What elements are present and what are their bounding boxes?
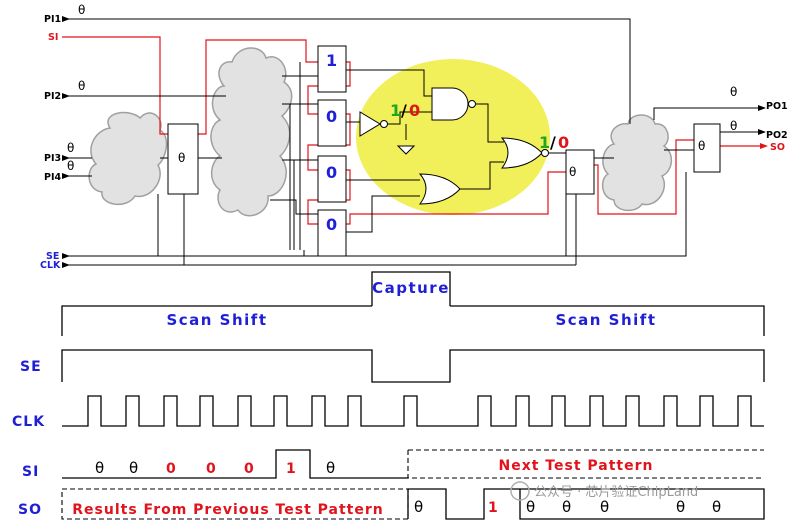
si-bit-2: θ (129, 459, 138, 477)
scan-flipflop-2-value: 0 (326, 107, 337, 126)
logic-cloud-left (88, 111, 168, 206)
signal-label-clk: CLK (12, 414, 45, 430)
signal-label-so: SO (18, 502, 42, 518)
pin-so: SO (770, 142, 785, 153)
inverter-gate (359, 111, 381, 137)
pin-po1: PO1 (766, 101, 788, 112)
flipflop-left-value: θ (178, 151, 185, 165)
scan-flipflop-4-value: 0 (326, 215, 337, 234)
so-waveform (407, 488, 765, 520)
scan-flipflop-3 (317, 155, 347, 203)
output-fault-bad: 0 (558, 133, 569, 152)
flipflop-output (693, 123, 721, 173)
scan-flipflop-2 (317, 99, 347, 147)
fault-highlight-region (356, 59, 550, 215)
signal-label-si: SI (22, 464, 39, 480)
flipflop-capture (565, 149, 595, 195)
pin-pi4: PI4 (44, 172, 61, 183)
po1-value: θ (730, 85, 737, 99)
scan-flipflop-1 (317, 45, 347, 93)
so-bit-3: θ (526, 498, 535, 516)
si-bit-3: 0 (166, 461, 176, 477)
flipflop-capture-value: θ (569, 165, 576, 179)
pi4-value: θ (67, 159, 74, 173)
pi1-value: θ (78, 3, 85, 17)
si-waveform (62, 449, 408, 479)
or-gate (418, 173, 461, 205)
nor-gate (500, 137, 543, 169)
si-bit-7: θ (326, 459, 335, 477)
pin-pi2: PI2 (44, 91, 61, 102)
so-bit-5: θ (600, 498, 609, 516)
pin-si: SI (48, 32, 58, 43)
clk-waveform (62, 395, 764, 427)
output-fault-good: 1 (539, 133, 550, 152)
pin-se: SE (46, 251, 59, 262)
so-bit-2: 1 (488, 500, 498, 516)
si-bit-4: 0 (206, 461, 216, 477)
phase-scan-shift-left: Scan Shift (166, 311, 267, 329)
inverter-fault-slash: / (401, 101, 407, 120)
si-bit-1: θ (95, 459, 104, 477)
si-next-pattern-label: Next Test Pattern (499, 458, 654, 474)
scan-flipflop-3-value: 0 (326, 163, 337, 182)
watermark-text: 公众号 · 芯片验证ChipLand (534, 484, 698, 500)
si-bit-6: 1 (286, 461, 296, 477)
po2-value: θ (730, 119, 737, 133)
se-waveform (61, 349, 765, 383)
flipflop-left (167, 123, 199, 195)
so-bit-4: θ (562, 498, 571, 516)
watermark-icon (510, 481, 530, 501)
pin-po2: PO2 (766, 130, 788, 141)
logic-cloud-middle (210, 47, 293, 217)
nand-gate (431, 87, 469, 121)
ground-icon (396, 145, 416, 155)
so-bit-1: θ (414, 498, 423, 516)
scan-flipflop-1-value: 1 (326, 51, 337, 70)
signal-label-se: SE (20, 359, 42, 375)
so-previous-results-label: Results From Previous Test Pattern (72, 502, 383, 518)
circuit-schematic: θ 1 0 0 0 1 / 0 1 / 0 (40, 3, 788, 271)
timing-diagram: Scan Shift Capture Scan Shift SE CLK SI … (12, 271, 765, 520)
pin-clk: CLK (40, 260, 61, 271)
inverter-fault-good: 1 (390, 101, 401, 120)
output-fault-slash: / (550, 133, 556, 152)
so-bit-7: θ (712, 498, 721, 516)
so-bit-6: θ (676, 498, 685, 516)
phase-scan-shift-right: Scan Shift (555, 311, 656, 329)
scan-flipflop-4 (317, 209, 347, 257)
inverter-fault-bad: 0 (409, 101, 420, 120)
pi3-value: θ (67, 141, 74, 155)
pin-pi3: PI3 (44, 153, 61, 164)
si-bit-5: 0 (244, 461, 254, 477)
flipflop-output-value: θ (698, 139, 705, 153)
logic-cloud-right (601, 114, 673, 212)
phase-capture: Capture (372, 279, 450, 297)
pin-pi1: PI1 (44, 14, 61, 25)
pi2-value: θ (78, 79, 85, 93)
